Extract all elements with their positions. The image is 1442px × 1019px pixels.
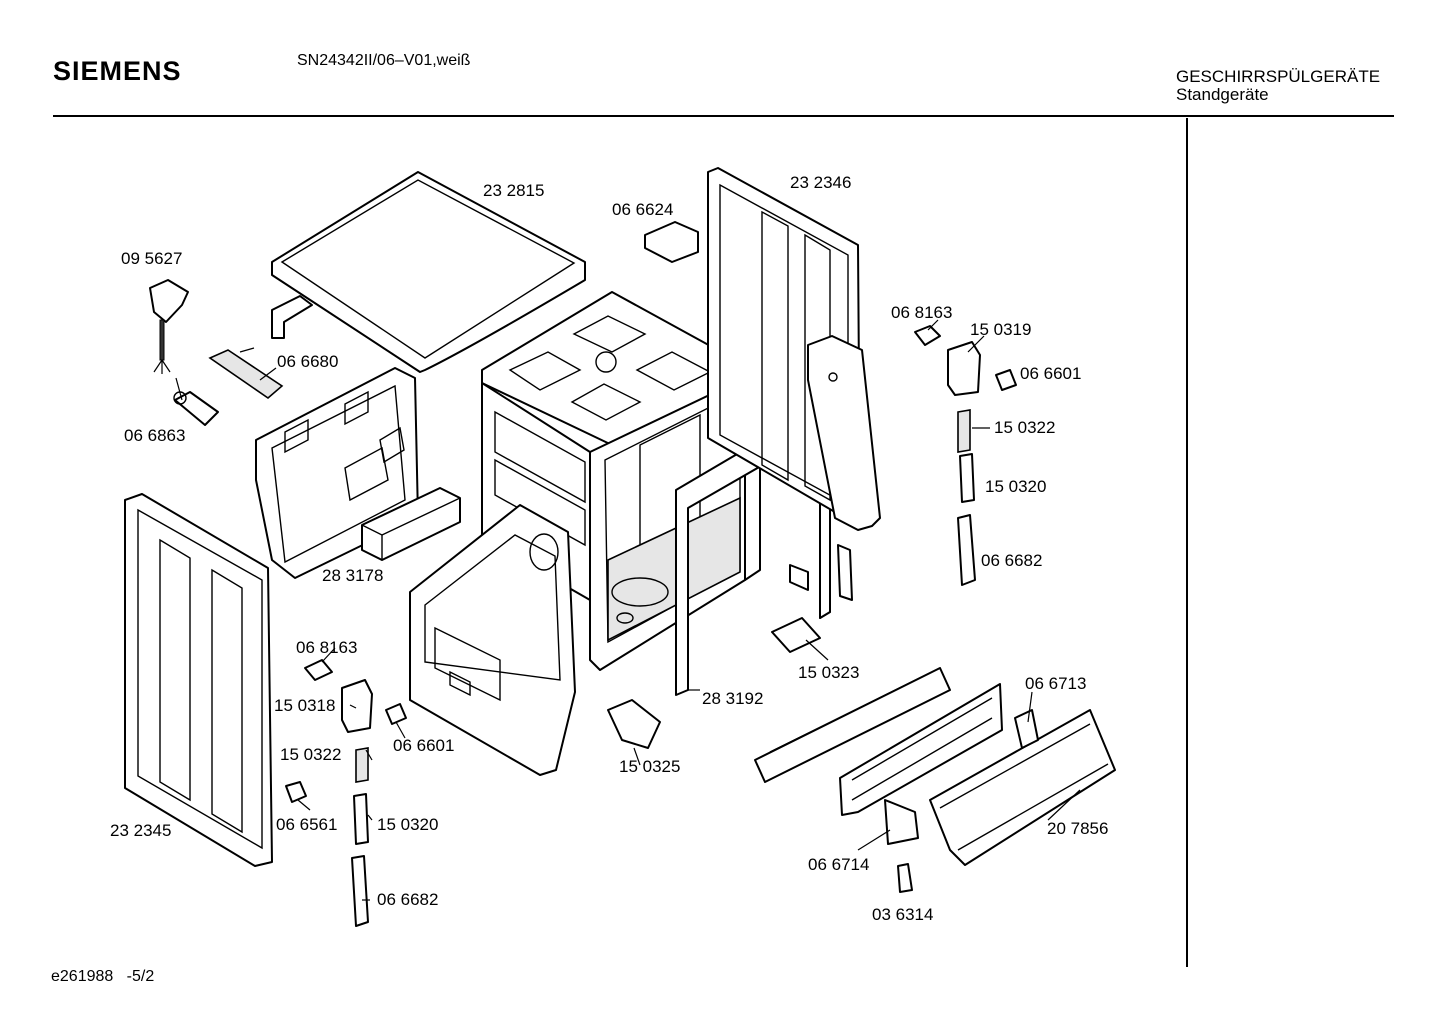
part-door-brackets: [607, 617, 821, 749]
label-150320-right: 15 0320: [985, 477, 1046, 496]
label-150319: 15 0319: [970, 320, 1031, 339]
label-068163-left: 06 8163: [296, 638, 357, 657]
label-150320-left: 15 0320: [377, 815, 438, 834]
label-232815: 23 2815: [483, 181, 544, 200]
part-side-panel-left: [124, 493, 273, 867]
part-insulation-block: [361, 487, 461, 561]
label-066863: 06 6863: [124, 426, 185, 445]
label-036314: 03 6314: [872, 905, 933, 924]
brand-logo: SIEMENS: [53, 56, 182, 86]
label-150325: 15 0325: [619, 757, 680, 776]
header-divider: [53, 115, 1394, 117]
part-hinge-bracket-left: [409, 504, 576, 776]
label-066601-right: 06 6601: [1020, 364, 1081, 383]
label-066682-right: 06 6682: [981, 551, 1042, 570]
category-line-main: GESCHIRRSPÜLGERÄTE: [1176, 67, 1381, 86]
part-worktop-cover: [271, 171, 586, 373]
leader-lines: [175, 319, 1081, 901]
label-150318: 15 0318: [274, 696, 335, 715]
part-foot-brackets: [884, 709, 1039, 893]
part-power-cord: [149, 279, 189, 374]
label-095627: 09 5627: [121, 249, 182, 268]
part-small-bracket-top: [644, 221, 699, 263]
label-066561: 06 6561: [276, 815, 337, 834]
label-066682-left: 06 6682: [377, 890, 438, 909]
model-number: SN24342II/06–V01,weiß: [297, 52, 471, 69]
label-150322-left: 15 0322: [280, 745, 341, 764]
drawing-id: e261988: [51, 968, 114, 985]
label-066601-left: 06 6601: [393, 736, 454, 755]
footer: e261988 -5/2: [51, 968, 154, 986]
part-base-rails: [754, 667, 1116, 866]
label-068163-right: 06 8163: [891, 303, 952, 322]
part-labels: 23 2815 06 6624 23 2346 09 5627 06 6680 …: [110, 173, 1108, 924]
label-283192: 28 3192: [702, 689, 763, 708]
label-207856: 20 7856: [1047, 819, 1108, 838]
margin-divider: [1186, 118, 1188, 967]
label-066714: 06 6714: [808, 855, 869, 874]
label-066713: 06 6713: [1025, 674, 1086, 693]
label-150323: 15 0323: [798, 663, 859, 682]
label-150322-right: 15 0322: [994, 418, 1055, 437]
label-232346: 23 2346: [790, 173, 851, 192]
category-line-sub: Standgeräte: [1176, 85, 1269, 104]
part-hinge-stack-left: [285, 659, 407, 927]
part-switch: [208, 349, 284, 400]
part-hinge-stack-right: [914, 325, 1017, 586]
part-hinge-bracket-right: [789, 335, 881, 601]
label-283178: 28 3178: [322, 566, 383, 585]
label-066624: 06 6624: [612, 200, 673, 219]
category-title: GESCHIRRSPÜLGERÄTE Standgeräte: [1176, 68, 1380, 104]
page-number: -5/2: [126, 968, 155, 985]
label-066680: 06 6680: [277, 352, 338, 371]
label-232345: 23 2345: [110, 821, 171, 840]
